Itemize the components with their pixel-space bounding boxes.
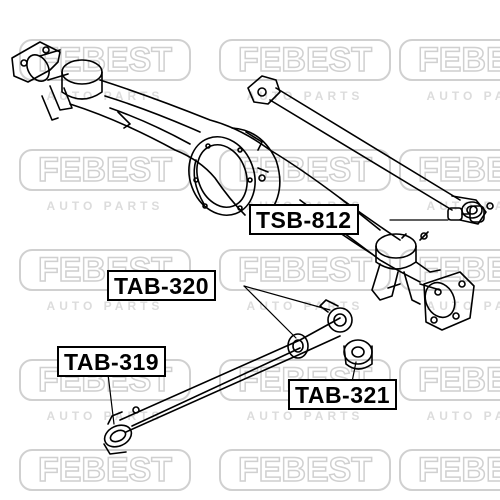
- watermark-tile: FEBEST: [399, 449, 500, 491]
- watermark-tile: FEBEST AUTO PARTS: [219, 249, 391, 313]
- watermark-sub: AUTO PARTS: [427, 299, 500, 313]
- watermark-layer: FEBEST AUTO PARTS FEBEST AUTO PARTS FEBE…: [19, 39, 500, 491]
- leader-tab321: [351, 361, 357, 383]
- watermark-brand: FEBEST: [238, 151, 372, 189]
- part-label-tsb-812: TSB-812: [249, 204, 359, 235]
- leader-lines: [107, 219, 449, 425]
- watermark-sub: AUTO PARTS: [47, 299, 164, 313]
- watermark-sub: AUTO PARTS: [247, 89, 364, 103]
- watermark-brand: FEBEST: [418, 451, 500, 489]
- watermark-tile: FEBEST: [19, 449, 191, 491]
- leader-tab319: [107, 373, 115, 425]
- watermark-brand: FEBEST: [38, 151, 172, 189]
- watermark-sub: AUTO PARTS: [47, 199, 164, 213]
- watermark-sub: AUTO PARTS: [47, 89, 164, 103]
- part-label-tab-320: TAB-320: [107, 270, 217, 301]
- watermark-tile: FEBEST AUTO PARTS: [399, 149, 500, 213]
- watermark-tile: FEBEST AUTO PARTS: [19, 149, 191, 213]
- watermark-tile: FEBEST: [219, 449, 391, 491]
- watermark-tile: FEBEST AUTO PARTS: [399, 359, 500, 423]
- part-label-tab-321: TAB-321: [288, 379, 398, 410]
- leader-tab320-a: [243, 285, 297, 339]
- watermark-sub: AUTO PARTS: [427, 409, 500, 423]
- trailing-arm: [103, 299, 373, 455]
- watermark-brand: FEBEST: [418, 151, 500, 189]
- watermark-brand: FEBEST: [418, 41, 500, 79]
- watermark-tile: FEBEST AUTO PARTS: [219, 39, 391, 103]
- watermark-sub: AUTO PARTS: [247, 409, 364, 423]
- watermark-brand: FEBEST: [238, 251, 372, 289]
- watermark-brand: FEBEST: [38, 451, 172, 489]
- watermark-tile: FEBEST AUTO PARTS: [399, 39, 500, 103]
- watermark-brand: FEBEST: [38, 41, 172, 79]
- part-label-tab-319: TAB-319: [57, 346, 167, 377]
- leader-tab320-b: [243, 285, 331, 311]
- watermark-tile: FEBEST AUTO PARTS: [19, 39, 191, 103]
- watermark-sub: AUTO PARTS: [47, 409, 164, 423]
- watermark-brand: FEBEST: [238, 451, 372, 489]
- watermark-tile: FEBEST AUTO PARTS: [399, 249, 500, 313]
- watermark-sub: AUTO PARTS: [427, 89, 500, 103]
- lateral-rod-bushing: [447, 205, 485, 223]
- watermark-brand: FEBEST: [418, 361, 500, 399]
- watermark-brand: FEBEST: [238, 41, 372, 79]
- watermark-tile: FEBEST AUTO PARTS: [219, 149, 391, 213]
